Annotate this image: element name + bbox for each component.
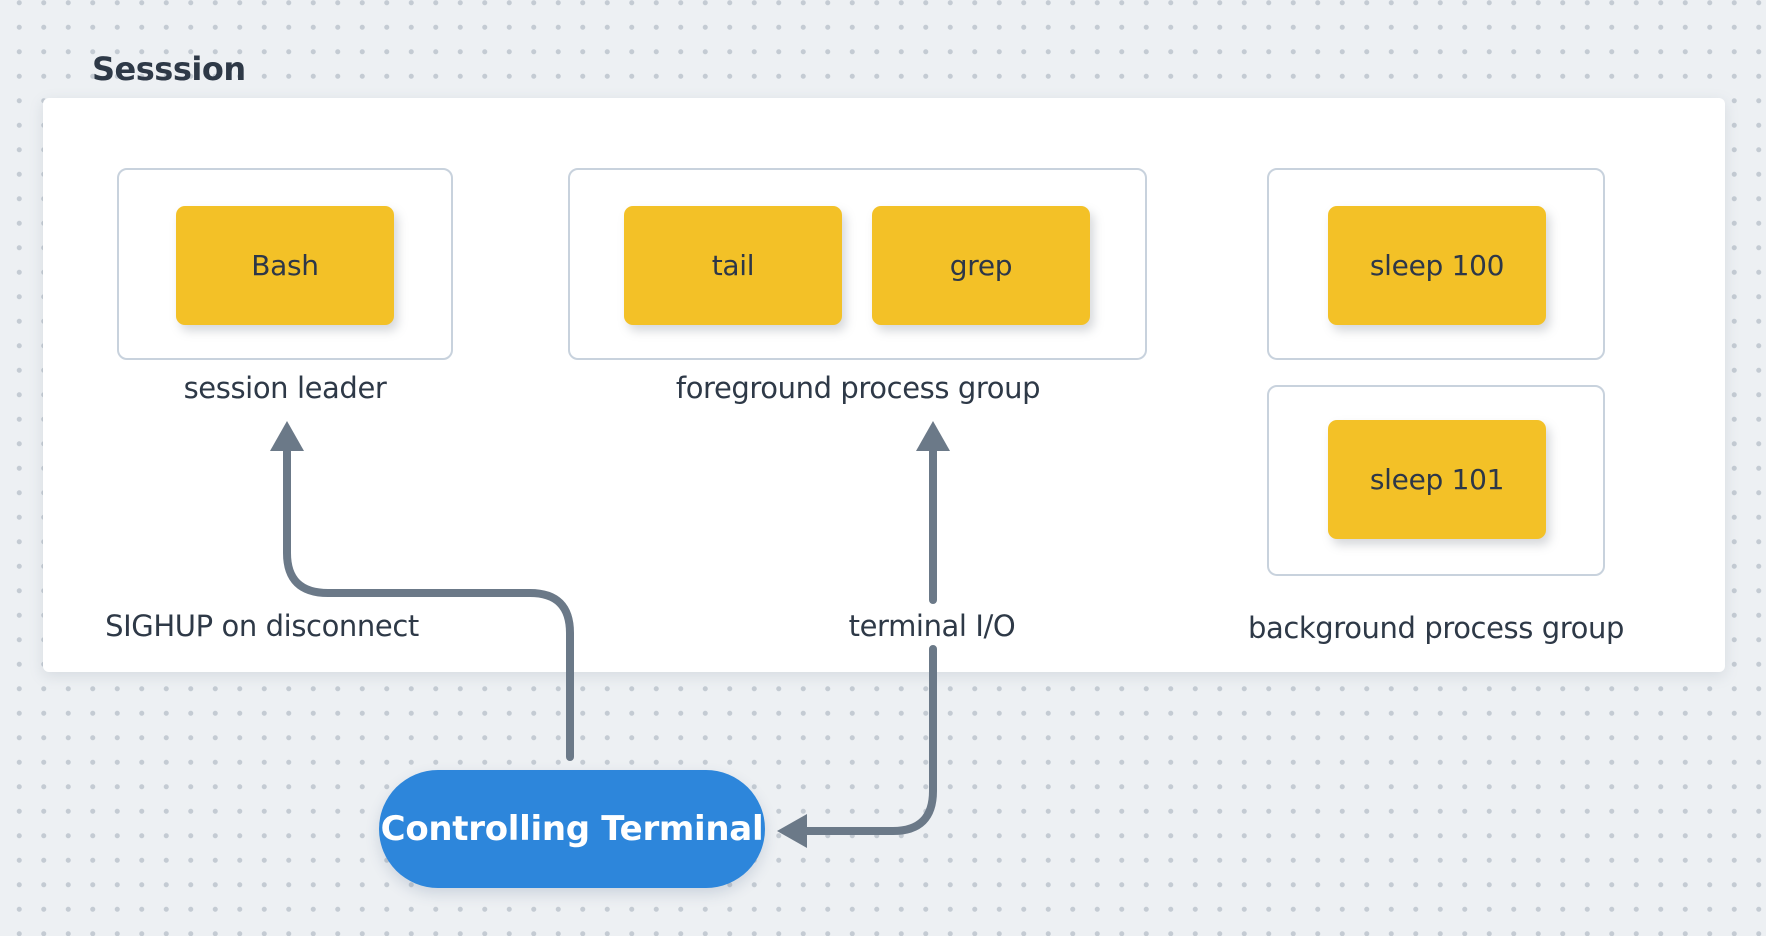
label-background-process-group: background process group [1247, 611, 1625, 645]
node-sleep-101: sleep 101 [1328, 420, 1546, 539]
node-tail: tail [624, 206, 842, 325]
label-terminal-io: terminal I/O [848, 609, 1016, 643]
label-foreground-process-group: foreground process group [675, 371, 1041, 405]
label-session-leader: session leader [183, 371, 387, 405]
node-sleep-100: sleep 100 [1328, 206, 1546, 325]
terminal-io-arrow-line-lower [801, 645, 937, 835]
controlling-terminal-node: Controlling Terminal [379, 770, 765, 888]
session-title: Sesssion [92, 50, 246, 88]
label-sighup-on-disconnect: SIGHUP on disconnect [105, 609, 419, 643]
node-bash: Bash [176, 206, 394, 325]
terminal-io-arrowhead-left-icon [777, 814, 807, 848]
node-grep: grep [872, 206, 1090, 325]
